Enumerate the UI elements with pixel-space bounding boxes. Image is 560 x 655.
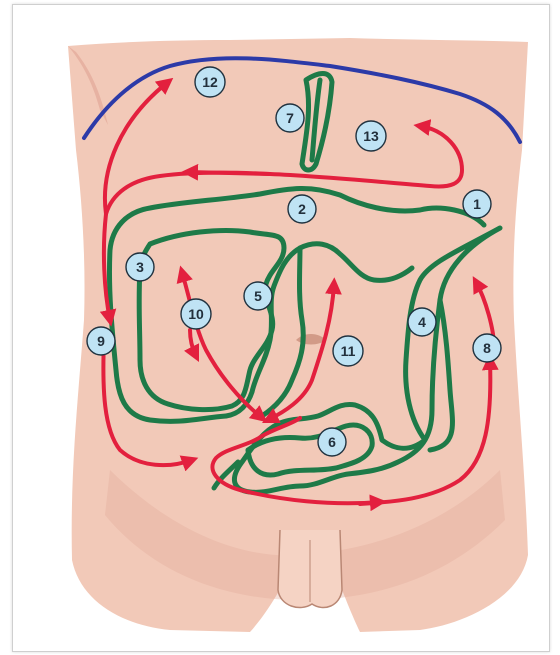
marker-1: 1 xyxy=(463,190,491,218)
marker-9: 9 xyxy=(87,327,115,355)
marker-8: 8 xyxy=(473,334,501,362)
marker-3: 3 xyxy=(126,253,154,281)
marker-7: 7 xyxy=(276,104,304,132)
svg-text:6: 6 xyxy=(328,434,336,450)
marker-11: 11 xyxy=(333,336,363,366)
marker-2: 2 xyxy=(288,195,316,223)
marker-12: 12 xyxy=(195,67,225,97)
svg-text:10: 10 xyxy=(188,306,204,322)
svg-text:8: 8 xyxy=(483,340,491,356)
marker-4: 4 xyxy=(408,308,436,336)
arrow-upper-transverse-head xyxy=(188,172,270,174)
svg-text:3: 3 xyxy=(136,259,144,275)
svg-text:13: 13 xyxy=(363,128,379,144)
svg-text:12: 12 xyxy=(202,74,218,90)
marker-5: 5 xyxy=(244,282,272,310)
svg-text:4: 4 xyxy=(418,314,426,330)
marker-13: 13 xyxy=(356,121,386,151)
svg-text:9: 9 xyxy=(97,333,105,349)
svg-text:11: 11 xyxy=(341,343,356,359)
svg-text:1: 1 xyxy=(473,196,481,212)
svg-text:5: 5 xyxy=(254,288,262,304)
marker-6: 6 xyxy=(318,428,346,456)
svg-text:2: 2 xyxy=(298,201,306,217)
svg-text:7: 7 xyxy=(286,110,294,126)
marker-10: 10 xyxy=(181,299,211,329)
